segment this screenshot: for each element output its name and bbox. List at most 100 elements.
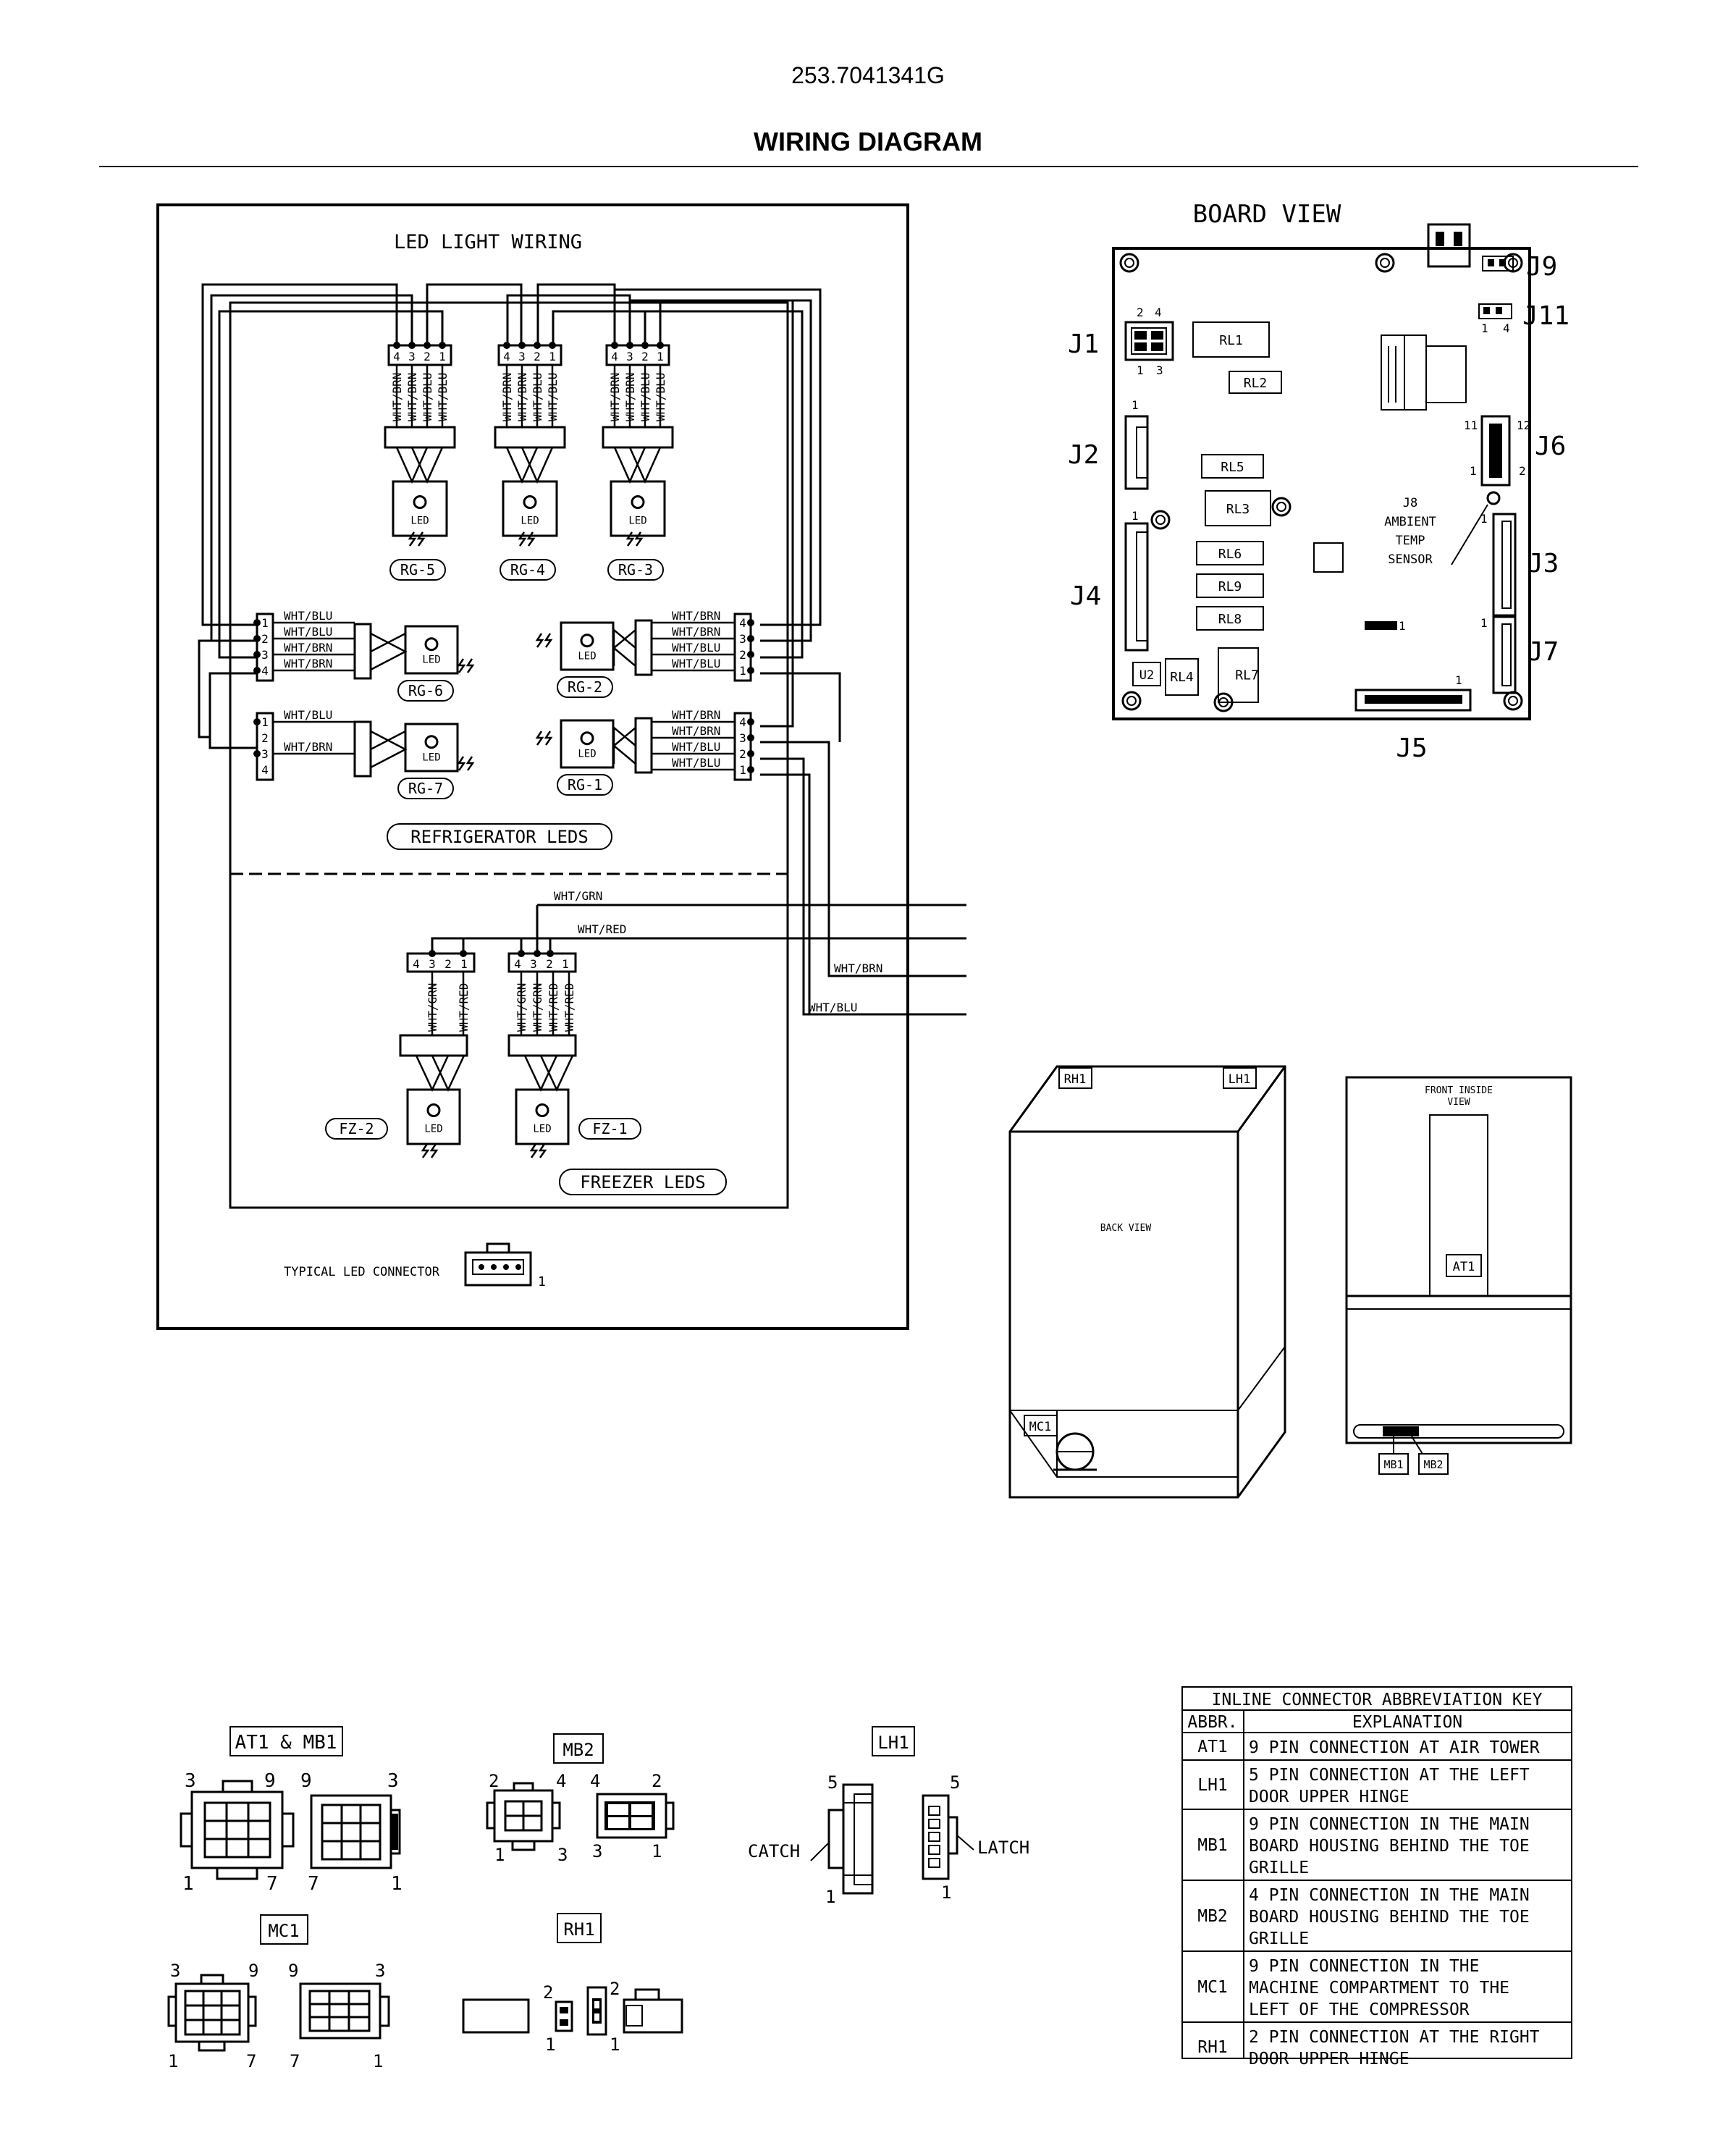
j5-pin1: 1 bbox=[1455, 673, 1462, 687]
connector-details: AT1 & MB1 3 9 1 7 9 3 7 bbox=[167, 1726, 1029, 2071]
j11-pin1: 1 bbox=[1481, 321, 1488, 335]
pin-label: 3 bbox=[261, 747, 269, 761]
module-label-fz-2-outline bbox=[325, 1118, 388, 1140]
j7-label: J7 bbox=[1528, 637, 1559, 667]
pin-label: 2 bbox=[424, 350, 431, 363]
key-explanation-line: DOOR UPPER HINGE bbox=[1249, 2050, 1410, 2068]
light-rays-icon bbox=[625, 531, 644, 547]
key-explanation-line: MACHINE COMPARTMENT TO THE bbox=[1249, 1979, 1509, 1998]
tag-lh1: LH1 bbox=[1229, 1072, 1251, 1087]
mounting-hole bbox=[1271, 497, 1292, 517]
led-text: LED bbox=[578, 749, 596, 760]
mounting-hole-inner bbox=[1380, 258, 1390, 268]
wire-junction bbox=[747, 734, 754, 741]
top-connector bbox=[497, 344, 562, 366]
lh1-catch-n5: 5 bbox=[827, 1772, 838, 1793]
at1-front-n9: 9 bbox=[264, 1770, 276, 1792]
wire-junction bbox=[747, 651, 754, 658]
mounting-hole bbox=[1121, 691, 1142, 711]
relay-rl5 bbox=[1201, 454, 1264, 479]
module-label-rg-6-outline bbox=[397, 680, 454, 702]
wire-junction bbox=[747, 718, 754, 725]
j1-pin3: 3 bbox=[1156, 363, 1163, 377]
wire-junction bbox=[460, 950, 467, 957]
wire-label: WHT/BRN bbox=[623, 373, 637, 421]
mc1-back-n7: 7 bbox=[290, 2051, 300, 2071]
at1-back-n7: 7 bbox=[308, 1873, 319, 1895]
led-module: LED bbox=[515, 1088, 570, 1145]
typical-connector-label: TYPICAL LED CONNECTOR bbox=[284, 1265, 440, 1279]
freezer-connector bbox=[406, 952, 476, 973]
j3-label: J4 bbox=[1070, 581, 1101, 611]
j11-label: J11 bbox=[1522, 301, 1569, 331]
relay-label-rl3: RL3 bbox=[1226, 502, 1250, 517]
wire-harness-plug bbox=[602, 426, 674, 449]
module-label-rg-4: RG-4 bbox=[510, 561, 545, 578]
wire-junction bbox=[747, 750, 754, 757]
wire-label: WHT/RED bbox=[562, 983, 576, 1032]
abbreviation-key-table: INLINE CONNECTOR ABBREVIATION KEY ABBR. … bbox=[1181, 1686, 1572, 2068]
wire-junction bbox=[547, 950, 554, 957]
led-text: LED bbox=[422, 752, 440, 764]
key-abbr-mb1: MB1 bbox=[1197, 1836, 1228, 1855]
led-light-wiring-panel: LED LIGHT WIRING 4WHT/BRN3WHT/BRN2WHT/BL… bbox=[156, 203, 966, 1330]
led-text: LED bbox=[533, 1124, 551, 1135]
relay-rl1 bbox=[1192, 321, 1270, 358]
j1-pin2: 2 bbox=[1137, 306, 1144, 319]
pin-label: 2 bbox=[261, 632, 269, 646]
j2-pin1: 1 bbox=[1132, 398, 1139, 412]
pin-label: 1 bbox=[460, 957, 468, 971]
module-label-rg-1-outline bbox=[557, 774, 613, 796]
wire-label: WHT/GRN bbox=[531, 983, 544, 1032]
front-view-label-1: FRONT INSIDE bbox=[1425, 1085, 1493, 1096]
pin-label: 3 bbox=[530, 957, 537, 971]
relay-rl6 bbox=[1196, 541, 1264, 565]
wire-label: WHT/BRN bbox=[284, 641, 332, 655]
relay-rl7 bbox=[1218, 647, 1259, 703]
wire-label: WHT/GRN bbox=[426, 983, 439, 1032]
j9-label: J9 bbox=[1526, 252, 1557, 282]
mb2-front-n1: 1 bbox=[494, 1845, 505, 1865]
light-rays-icon bbox=[535, 731, 553, 746]
out-wire-label-blu: WHT/BLU bbox=[809, 1001, 857, 1014]
key-abbr-lh1: LH1 bbox=[1197, 1776, 1228, 1795]
wire-label: WHT/BLU bbox=[672, 740, 720, 754]
mc1-back-n3: 3 bbox=[375, 1961, 385, 1981]
pin-label: 4 bbox=[503, 350, 510, 363]
mounting-hole bbox=[1119, 253, 1139, 273]
relay-label-rl8: RL8 bbox=[1218, 612, 1242, 627]
pin-label: 3 bbox=[739, 731, 746, 745]
top-connector bbox=[605, 344, 670, 366]
wire-harness-plug bbox=[507, 1034, 577, 1057]
relay-rl9 bbox=[1196, 573, 1264, 598]
mb2-connector-back bbox=[596, 1793, 675, 1839]
wire-label: WHT/BRN bbox=[284, 740, 332, 754]
at1-back-n1: 1 bbox=[391, 1873, 403, 1895]
wire-junction bbox=[518, 950, 525, 957]
freezer-connector bbox=[507, 952, 577, 973]
module-label-rg-5-outline bbox=[389, 559, 446, 581]
wire-label: WHT/BRN bbox=[672, 609, 720, 623]
right-connector bbox=[733, 613, 752, 682]
detail-title-rh1: RH1 bbox=[563, 1919, 594, 1940]
wire-label: WHT/BLU bbox=[284, 625, 332, 639]
wire-junction bbox=[253, 718, 261, 725]
pin-label: 4 bbox=[261, 763, 269, 777]
mb2-back-n2: 2 bbox=[652, 1771, 662, 1791]
mounting-hole bbox=[1503, 691, 1523, 711]
page-title: WIRING DIAGRAM bbox=[754, 127, 982, 156]
pin-label: 3 bbox=[626, 350, 633, 363]
rh1-n2b: 2 bbox=[610, 1979, 620, 1999]
j5-label: J5 bbox=[1396, 733, 1427, 763]
detail-title-lh1: LH1 bbox=[877, 1733, 909, 1753]
wire-harness-plug bbox=[384, 426, 456, 449]
module-label-rg-7-outline bbox=[397, 778, 454, 799]
rh1-n1b: 1 bbox=[610, 2034, 620, 2055]
wire-label: WHT/BRN bbox=[284, 657, 332, 670]
key-explanation-line: LEFT OF THE COMPRESSOR bbox=[1249, 2000, 1470, 2019]
j6-pin11: 11 bbox=[1464, 418, 1478, 432]
led-module: LED bbox=[406, 1088, 461, 1145]
key-explanation-line: 5 PIN CONNECTION AT THE LEFT bbox=[1249, 1766, 1530, 1785]
j7-pin1: 1 bbox=[1480, 616, 1488, 630]
